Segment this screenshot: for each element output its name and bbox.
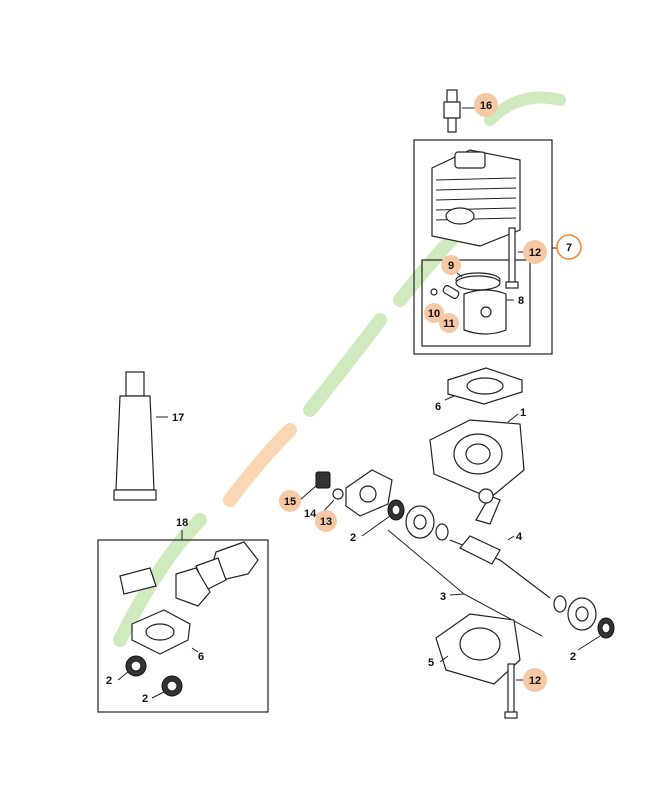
callout-11: 11	[443, 318, 455, 330]
callout-5: 5	[428, 657, 434, 669]
callout-9: 9	[448, 260, 454, 272]
callout-12-top: 12	[529, 247, 541, 259]
piston-kit-frame	[421, 259, 531, 347]
callout-2-kit-b: 2	[142, 693, 148, 705]
callout-2-right: 2	[570, 651, 576, 663]
callout-16: 16	[480, 100, 492, 112]
oil-seal-left	[387, 499, 405, 521]
callout-6-top: 6	[435, 401, 441, 413]
callout-3: 3	[440, 591, 446, 603]
cylinder	[431, 149, 521, 247]
spark-plug	[443, 89, 476, 133]
retainer-clip	[315, 471, 331, 489]
piston-pin	[442, 285, 460, 299]
sealing-washer	[332, 488, 344, 500]
callout-halo-12-bottom	[523, 668, 547, 692]
cylinder-kit-frame	[413, 139, 553, 355]
piston	[463, 289, 507, 335]
ball-bearing-left	[405, 505, 435, 539]
callout-12-bottom: 12	[529, 675, 541, 687]
callout-13: 13	[320, 516, 332, 528]
callout-ring-7	[556, 234, 582, 260]
oil-pump-cover	[345, 469, 393, 517]
bearing-ring-left	[435, 523, 449, 541]
crankcase-half-lower	[435, 613, 521, 685]
callout-2-left: 2	[350, 532, 356, 544]
callout-10: 10	[428, 308, 440, 320]
oil-seal-kit-b	[161, 675, 183, 697]
cylinder-gasket	[447, 367, 523, 405]
crankcase-half	[429, 419, 525, 499]
callout-1: 1	[520, 407, 526, 419]
bearing-ring-right	[553, 595, 567, 613]
callout-14: 14	[304, 508, 317, 520]
oil-seal-kit-a	[125, 655, 147, 677]
callout-halo-13	[315, 510, 337, 532]
callout-7: 7	[566, 242, 572, 254]
ball-bearing-right	[567, 597, 597, 631]
piston-ring	[455, 271, 501, 291]
callout-4: 4	[516, 531, 523, 543]
callout-15: 15	[284, 496, 296, 508]
gasket-set	[119, 541, 259, 655]
cylinder-bolt	[505, 227, 526, 289]
callout-8: 8	[518, 295, 524, 307]
callout-halo-12-top	[523, 240, 547, 264]
callout-6-bottom: 6	[198, 651, 204, 663]
callout-18: 18	[176, 517, 188, 529]
callout-halo-11	[439, 313, 459, 333]
piston-clip	[430, 288, 438, 296]
callout-halo-10	[424, 303, 444, 323]
callout-halo-16	[474, 93, 498, 117]
gasket-set-frame	[97, 539, 269, 713]
crankcase-bolt	[504, 663, 526, 719]
callout-halo-9	[441, 255, 461, 275]
callout-17: 17	[172, 412, 184, 424]
callout-2-kit-a: 2	[106, 675, 112, 687]
grease-tube	[113, 371, 168, 501]
oil-seal-right	[597, 617, 615, 639]
crankshaft	[449, 488, 551, 599]
callout-halo-15	[279, 490, 301, 512]
